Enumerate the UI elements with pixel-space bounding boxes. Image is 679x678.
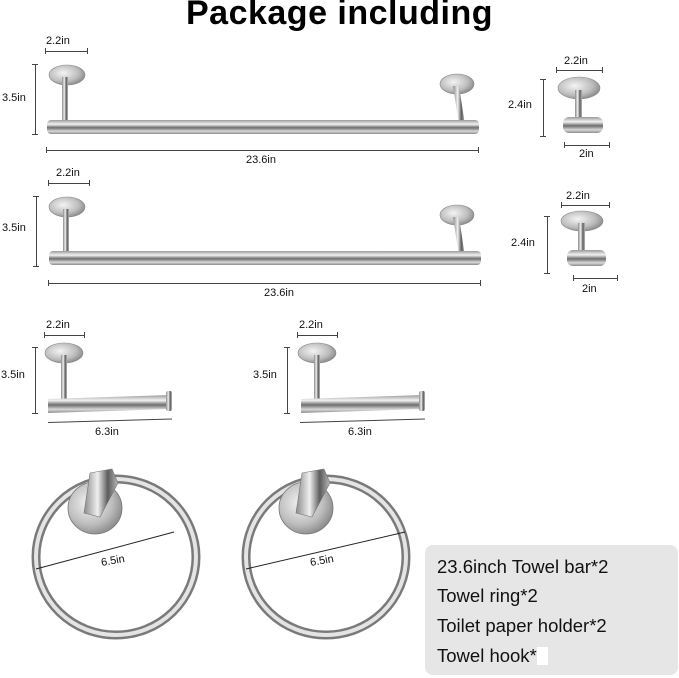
towel-ring-icon: [31, 468, 201, 640]
dimension-line: [564, 145, 610, 146]
towel-bar-icon: [48, 196, 481, 265]
dimension-tick: [617, 275, 618, 281]
dimension-line: [36, 196, 37, 267]
dimension-tick: [33, 196, 39, 197]
dimension-tick: [297, 332, 298, 338]
dimension-tick: [573, 275, 574, 281]
dimension-tick: [32, 134, 38, 135]
dimension-line: [48, 283, 481, 284]
dimension-tick: [33, 266, 39, 267]
dimension-line: [287, 347, 288, 414]
base-width-label: 2.2in: [564, 55, 588, 67]
paper-holder-icon: [44, 342, 172, 413]
page-title: Package including: [185, 0, 494, 32]
dimension-line: [297, 335, 338, 336]
dimension-tick: [46, 147, 47, 153]
dimension-line: [35, 64, 36, 135]
dimension-line: [543, 79, 544, 137]
dimension-tick: [284, 347, 290, 348]
dimension-tick: [540, 136, 546, 137]
length-label: 23.6in: [264, 287, 294, 299]
paper-holder-icon: [297, 342, 425, 413]
legend-item-towel-ring: Towel ring*2: [437, 585, 538, 606]
base-width-label: 2.2in: [46, 319, 70, 331]
height-label: 3.5in: [2, 92, 26, 104]
dimension-line: [573, 278, 618, 279]
length-label: 23.6in: [246, 154, 276, 166]
dimension-tick: [84, 332, 85, 338]
dimension-line: [46, 150, 479, 151]
towel-bar-icon: [47, 64, 479, 134]
height-label: 3.5in: [2, 222, 26, 234]
dimension-tick: [87, 48, 88, 54]
legend-item-towel-hook: Towel hook*: [437, 645, 548, 667]
dimension-tick: [609, 202, 610, 208]
dimension-tick: [284, 413, 290, 414]
package-contents-legend: 23.6inch Towel bar*2 Towel ring*2 Toilet…: [425, 545, 678, 675]
dimension-tick: [480, 280, 481, 286]
dimension-tick: [337, 332, 338, 338]
base-width-label: 2.2in: [56, 167, 80, 179]
base-width-label: 2.2in: [566, 190, 590, 202]
dimension-line: [47, 418, 172, 423]
dimension-tick: [48, 280, 49, 286]
dimension-tick: [609, 142, 610, 148]
towel-hook-icon: [560, 210, 606, 266]
dimension-line: [35, 347, 36, 414]
height-label: 2.4in: [511, 237, 535, 249]
towel-ring-icon: [241, 468, 411, 640]
height-label: 3.5in: [1, 369, 25, 381]
length-label: 2in: [582, 283, 597, 295]
redaction-block: [536, 647, 548, 665]
dimension-line: [44, 335, 85, 336]
dimension-line: [45, 51, 88, 52]
base-width-label: 2.2in: [299, 319, 323, 331]
legend-item-towel-bar: 23.6inch Towel bar*2: [437, 556, 609, 577]
length-label: 6.3in: [95, 426, 119, 438]
dimension-line: [547, 216, 548, 274]
dimension-tick: [544, 216, 550, 217]
length-label: 6.3in: [348, 426, 372, 438]
dimension-line: [561, 205, 610, 206]
height-label: 3.5in: [253, 369, 277, 381]
dimension-tick: [32, 413, 38, 414]
dimension-tick: [556, 67, 557, 73]
dimension-line: [299, 418, 425, 423]
dimension-tick: [544, 273, 550, 274]
dimension-tick: [561, 202, 562, 208]
legend-item-paper-holder: Toilet paper holder*2: [437, 615, 607, 636]
dimension-tick: [32, 347, 38, 348]
dimension-tick: [48, 180, 49, 186]
dimension-line: [556, 70, 603, 71]
towel-hook-icon: [557, 76, 603, 133]
dimension-tick: [478, 147, 479, 153]
dimension-tick: [45, 48, 46, 54]
legend-item-towel-hook-text: Towel hook*: [437, 645, 537, 666]
base-width-label: 2.2in: [46, 35, 70, 47]
length-label: 2in: [579, 148, 594, 160]
dimension-tick: [89, 180, 90, 186]
dimension-line: [48, 183, 90, 184]
dimension-tick: [602, 67, 603, 73]
dimension-tick: [32, 64, 38, 65]
dimension-tick: [44, 332, 45, 338]
dimension-tick: [540, 79, 546, 80]
dimension-tick: [564, 142, 565, 148]
height-label: 2.4in: [508, 99, 532, 111]
